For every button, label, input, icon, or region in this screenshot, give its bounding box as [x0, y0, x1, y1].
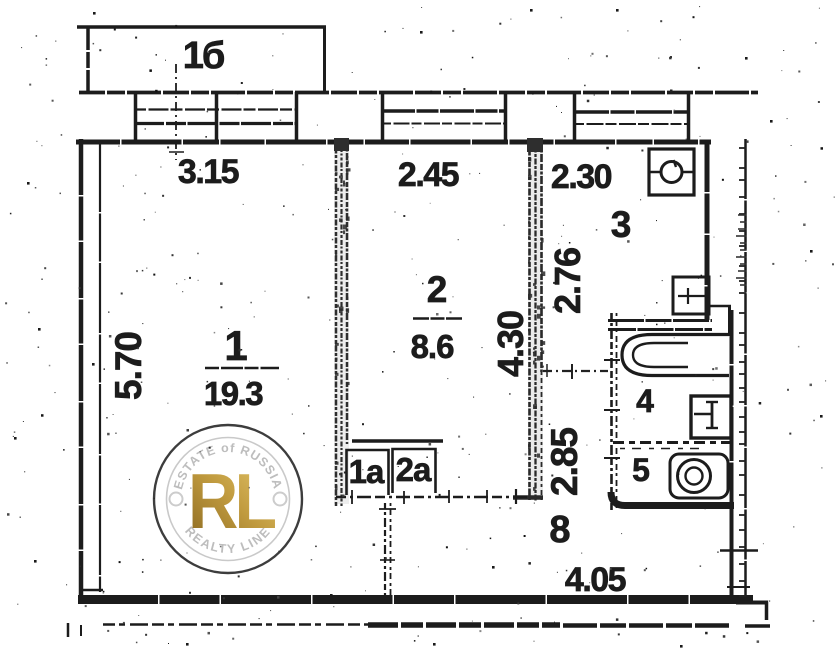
svg-text:1а: 1а — [349, 453, 385, 490]
svg-text:4.30: 4.30 — [490, 311, 531, 377]
svg-text:3.15: 3.15 — [178, 153, 239, 191]
svg-text:2.45: 2.45 — [398, 156, 459, 194]
svg-text:1: 1 — [224, 322, 247, 369]
svg-text:4.05: 4.05 — [565, 561, 626, 599]
svg-text:5.70: 5.70 — [108, 332, 149, 400]
svg-text:4: 4 — [636, 383, 654, 419]
svg-text:5: 5 — [632, 452, 650, 488]
svg-text:8: 8 — [549, 509, 570, 551]
svg-text:2: 2 — [427, 269, 448, 310]
svg-text:3: 3 — [611, 204, 632, 245]
svg-text:1б: 1б — [183, 35, 224, 77]
svg-text:2.30: 2.30 — [551, 158, 612, 196]
svg-text:RL: RL — [188, 457, 276, 545]
svg-text:2.76: 2.76 — [547, 248, 588, 314]
svg-text:2.85: 2.85 — [544, 428, 585, 496]
svg-text:8.6: 8.6 — [411, 328, 455, 365]
svg-text:19.3: 19.3 — [204, 375, 263, 412]
